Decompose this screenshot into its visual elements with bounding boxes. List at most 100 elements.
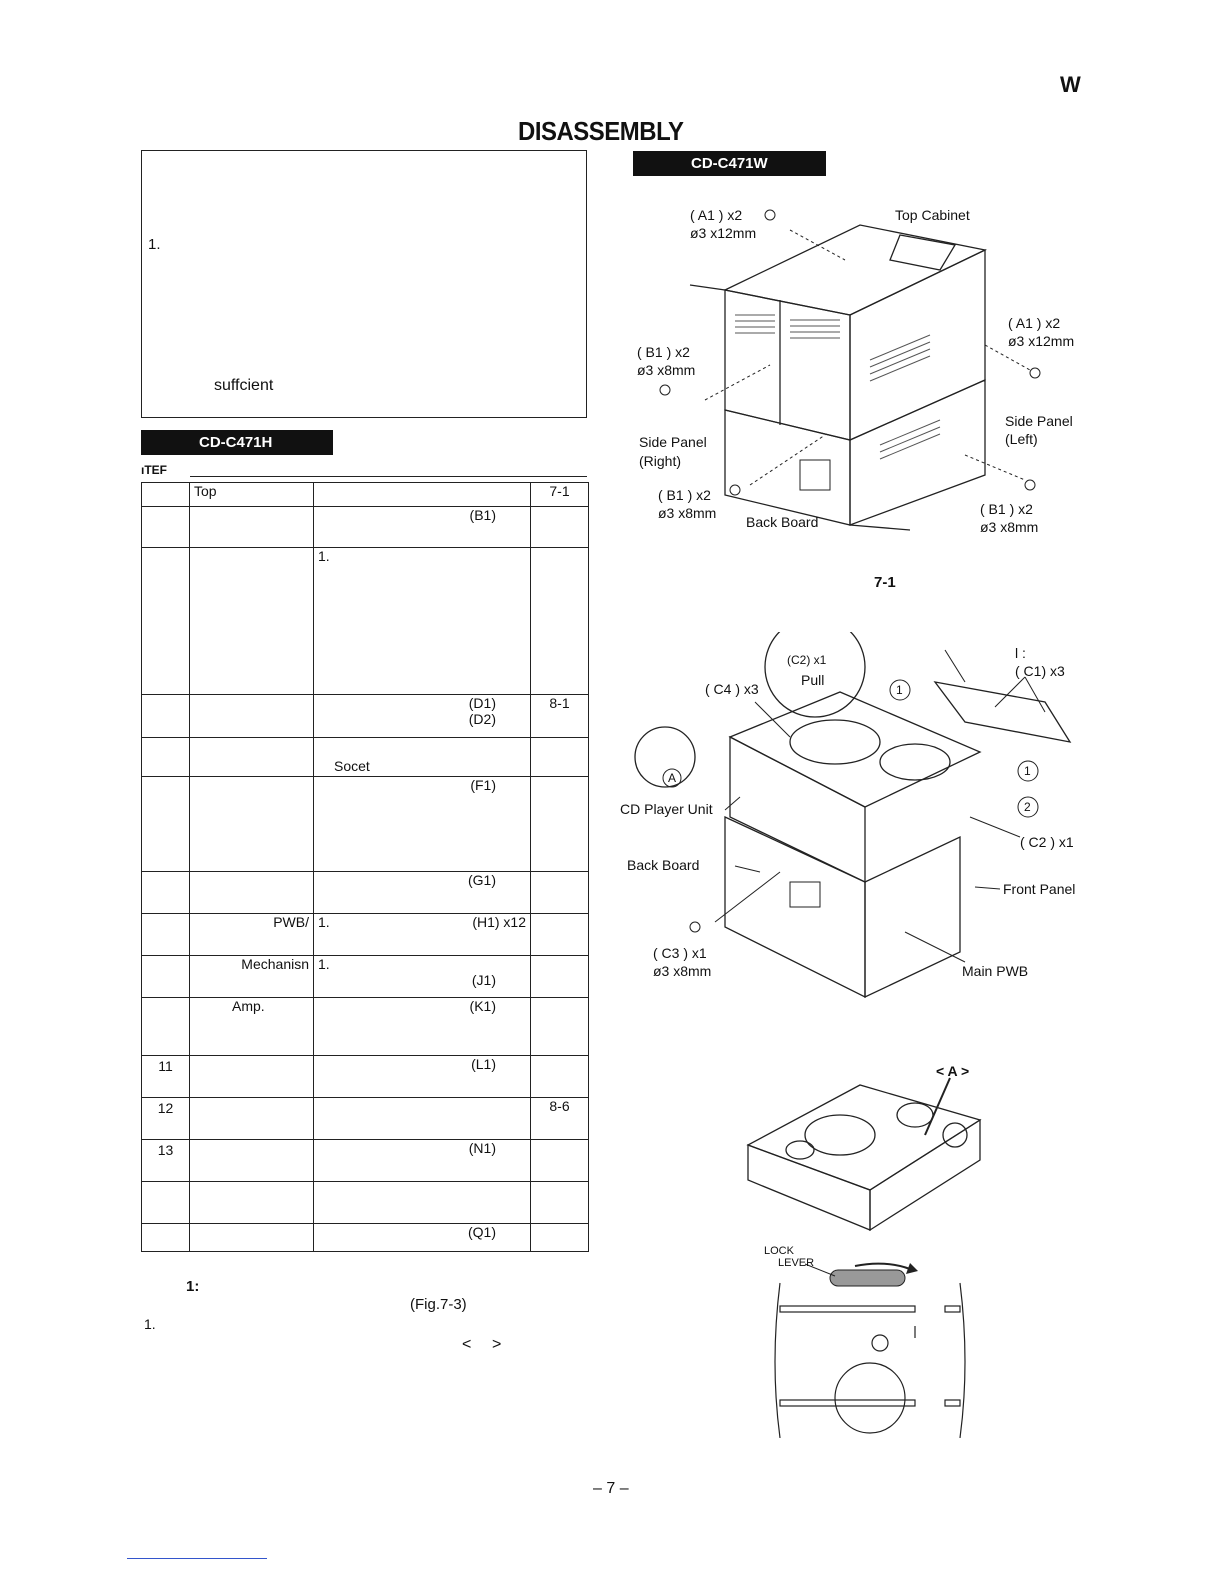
figure-cell [530, 1181, 589, 1224]
callout-a1-right-size: ø3 x12mm [1008, 333, 1074, 349]
disassembly-steps-table: Top 7-1 (B1) 1. (D1) (D2) 8-1 Socet (F1) [141, 482, 589, 1252]
figure-ref: (Fig.7-3) [410, 1296, 467, 1313]
procedure-cell: 1. [313, 547, 531, 695]
step-cell [141, 1223, 190, 1252]
step-1-label: 1 [896, 683, 903, 697]
figure-cd-player-removal: (C2) x1 Pull ( C4 ) x3 l : ( C1) x3 A 1 … [620, 632, 1075, 999]
table-row: 1. [141, 547, 589, 695]
page-number: – 7 – [593, 1480, 629, 1497]
figure-cell [530, 997, 589, 1056]
part-cell [189, 1181, 314, 1224]
procedure-cell: (Q1) [313, 1223, 531, 1252]
step-cell [141, 913, 190, 956]
procedure-cell: 1. (H1) x12 [313, 913, 531, 956]
callout-b1-bottom-size: ø3 x8mm [658, 505, 716, 521]
figure-cell [530, 547, 589, 695]
screw-icon [764, 209, 776, 221]
table-row: (B1) [141, 506, 589, 548]
part-text: PWB/ [273, 914, 309, 930]
part-cell [189, 1139, 314, 1182]
figure-cell [530, 871, 589, 914]
procedure-cell [313, 1181, 531, 1224]
step-cell [141, 997, 190, 1056]
callout-b1-right-size: ø3 x8mm [980, 519, 1038, 535]
screw-icon [659, 384, 671, 396]
part-cell: Top [189, 482, 314, 507]
step-cell [141, 547, 190, 695]
procedure-ref: (L1) [471, 1056, 496, 1072]
arrow-right-icon [906, 1263, 918, 1274]
lock-label: LOCK [764, 1245, 795, 1257]
table-row: Mechanisn 1. (J1) [141, 955, 589, 998]
callout-cd-player-unit: CD Player Unit [620, 801, 713, 817]
marker-a: A [668, 771, 676, 785]
part-cell: Mechanisn [189, 955, 314, 998]
lever-label: LEVER [778, 1257, 814, 1269]
callout-b1-left: ( B1 ) x2 [637, 344, 690, 360]
table-row: Amp. (K1) [141, 997, 589, 1056]
footer-rule [127, 1558, 267, 1559]
figure-cell [530, 1223, 589, 1252]
procedure-ref: (Q1) [468, 1224, 496, 1240]
procedure-ref: (B1) [469, 507, 496, 523]
part-cell: Amp. [189, 997, 314, 1056]
figure-7-1-exterior: ( A1 ) x2 ø3 x12mm Top Cabinet ( A1 ) x2… [637, 207, 1074, 590]
step-cell [141, 737, 190, 777]
procedure-ref: (H1) x12 [472, 914, 526, 930]
step-2-label: 2 [1024, 800, 1031, 814]
procedure-ref: (N1) [468, 1140, 496, 1156]
procedure-cell [313, 1097, 531, 1140]
callout-top-cabinet: Top Cabinet [895, 207, 970, 223]
callout-a1-top: ( A1 ) x2 [690, 207, 742, 223]
model-label-h: CD-C471H [141, 430, 333, 455]
step-cell [141, 955, 190, 998]
callout-b1-right: ( B1 ) x2 [980, 501, 1033, 517]
figure-cell: 8-1 [530, 694, 589, 738]
procedure-cell: (F1) [313, 776, 531, 872]
part-cell [189, 871, 314, 914]
part-cell [189, 547, 314, 695]
callout-c3-size: ø3 x8mm [653, 963, 711, 979]
procedure-ref: (G1) [468, 872, 496, 888]
bracket-close: > [492, 1336, 502, 1353]
part-cell: PWB/ [189, 913, 314, 956]
procedure-ref: (D1) [468, 695, 496, 711]
procedure-text: Socet [334, 758, 370, 774]
header-rule [190, 476, 587, 477]
step-cell [141, 694, 190, 738]
step-cell [141, 871, 190, 914]
step-1-icon [1017, 760, 1039, 782]
step-cell [141, 482, 190, 507]
procedure-cell: (K1) [313, 997, 531, 1056]
callout-back-board: Back Board [746, 514, 818, 530]
model-label-w: CD-C471W [633, 151, 826, 176]
callout-side-panel-right-2: (Right) [639, 453, 681, 469]
callout-side-panel-right: Side Panel [639, 434, 707, 450]
lock-lever-icon [829, 1269, 906, 1287]
callout-front-panel: Front Panel [1003, 881, 1075, 897]
table-row: 11 (L1) [141, 1055, 589, 1098]
part-cell [189, 737, 314, 777]
figure-cell [530, 776, 589, 872]
screw-icon [1024, 479, 1036, 491]
procedure-item: 1. [144, 1316, 156, 1332]
procedure-cell: (G1) [313, 871, 531, 914]
screw-icon [729, 484, 741, 496]
step-cell: 13 [141, 1139, 190, 1182]
screw-icon [689, 921, 701, 933]
figure-caption-7-1: 7-1 [874, 574, 896, 590]
figure-cell [530, 913, 589, 956]
step-cell: 12 [141, 1097, 190, 1140]
step-cell [141, 776, 190, 872]
procedure-label: 1: [186, 1278, 200, 1295]
part-cell [189, 1097, 314, 1140]
callout-a1-right: ( A1 ) x2 [1008, 315, 1060, 331]
procedure-ref: (K1) [469, 998, 496, 1014]
figure-mechanism-a: < A > [746, 1063, 982, 1232]
table-row: (Q1) [141, 1223, 589, 1252]
callout-side-panel-left-2: (Left) [1005, 431, 1038, 447]
figure-cell [530, 506, 589, 548]
figure-cell [530, 955, 589, 998]
callout-c1: ( C1) x3 [1015, 663, 1065, 679]
procedure-cell: (L1) [313, 1055, 531, 1098]
